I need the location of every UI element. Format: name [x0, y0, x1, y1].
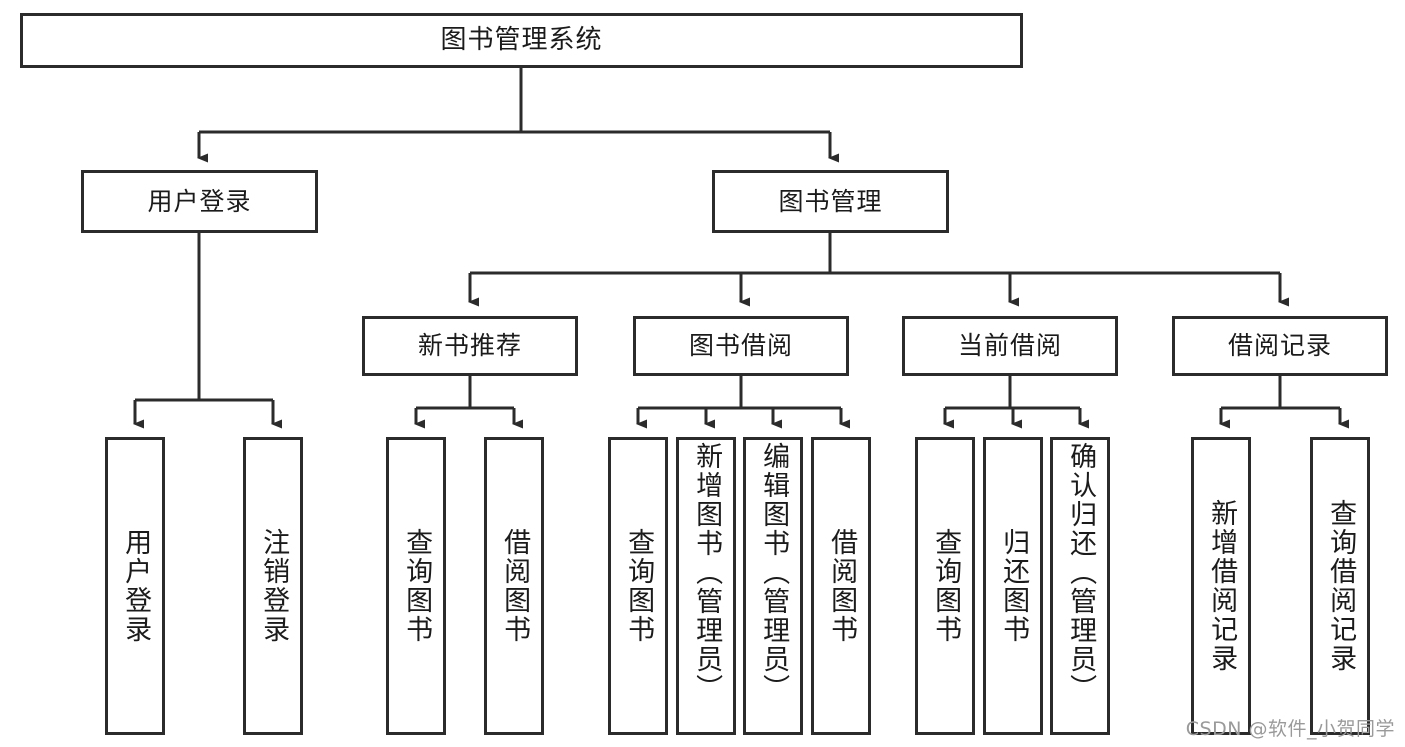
node-label: 新书推荐	[417, 331, 522, 361]
node-label: 新增图书（管理员）	[691, 442, 723, 703]
node-leaf-return-book[interactable]: 归还图书	[983, 437, 1043, 735]
node-user-login[interactable]: 用户登录	[81, 170, 318, 233]
node-root-system[interactable]: 图书管理系统	[20, 13, 1023, 68]
node-leaf-edit-book[interactable]: 编辑图书（管理员）	[743, 437, 803, 735]
node-leaf-add-book[interactable]: 新增图书（管理员）	[676, 437, 736, 735]
node-leaf-query-book-borrow[interactable]: 查询图书	[608, 437, 668, 735]
node-leaf-borrow-book[interactable]: 借阅图书	[811, 437, 871, 735]
node-label: 借阅图书	[826, 528, 858, 644]
node-leaf-add-borrow-record[interactable]: 新增借阅记录	[1191, 437, 1251, 735]
node-leaf-query-book-current[interactable]: 查询图书	[915, 437, 975, 735]
node-book-borrow[interactable]: 图书借阅	[633, 316, 849, 376]
node-label: 查询图书	[401, 528, 433, 644]
node-label: 图书借阅	[688, 331, 793, 361]
node-label: 新增借阅记录	[1206, 499, 1238, 673]
node-leaf-user-login[interactable]: 用户登录	[105, 437, 165, 735]
node-label: 注销登录	[258, 528, 290, 644]
node-label: 查询图书	[930, 528, 962, 644]
node-label: 图书管理	[778, 186, 883, 216]
node-leaf-query-book-recommend[interactable]: 查询图书	[386, 437, 446, 735]
node-leaf-logout[interactable]: 注销登录	[243, 437, 303, 735]
node-new-book-recommend[interactable]: 新书推荐	[362, 316, 578, 376]
node-label: 编辑图书（管理员）	[758, 442, 790, 703]
node-label: 用户登录	[120, 528, 152, 644]
node-label: 确认归还（管理员）	[1065, 442, 1097, 703]
node-label: 当前借阅	[957, 331, 1062, 361]
csdn-watermark: CSDN @软件_小贺同学	[1185, 718, 1395, 740]
node-leaf-confirm-return[interactable]: 确认归还（管理员）	[1050, 437, 1110, 735]
node-leaf-borrow-book-recommend[interactable]: 借阅图书	[484, 437, 544, 735]
node-label: 用户登录	[147, 186, 252, 216]
node-book-manage[interactable]: 图书管理	[712, 170, 949, 233]
node-label: 归还图书	[998, 528, 1030, 644]
node-label: 图书管理系统	[440, 25, 603, 56]
node-label: 查询图书	[623, 528, 655, 644]
node-current-borrow[interactable]: 当前借阅	[902, 316, 1118, 376]
node-label: 查询借阅记录	[1325, 499, 1357, 673]
node-label: 借阅图书	[499, 528, 531, 644]
node-label: 借阅记录	[1227, 331, 1332, 361]
node-borrow-record[interactable]: 借阅记录	[1172, 316, 1388, 376]
node-leaf-query-borrow-record[interactable]: 查询借阅记录	[1310, 437, 1370, 735]
